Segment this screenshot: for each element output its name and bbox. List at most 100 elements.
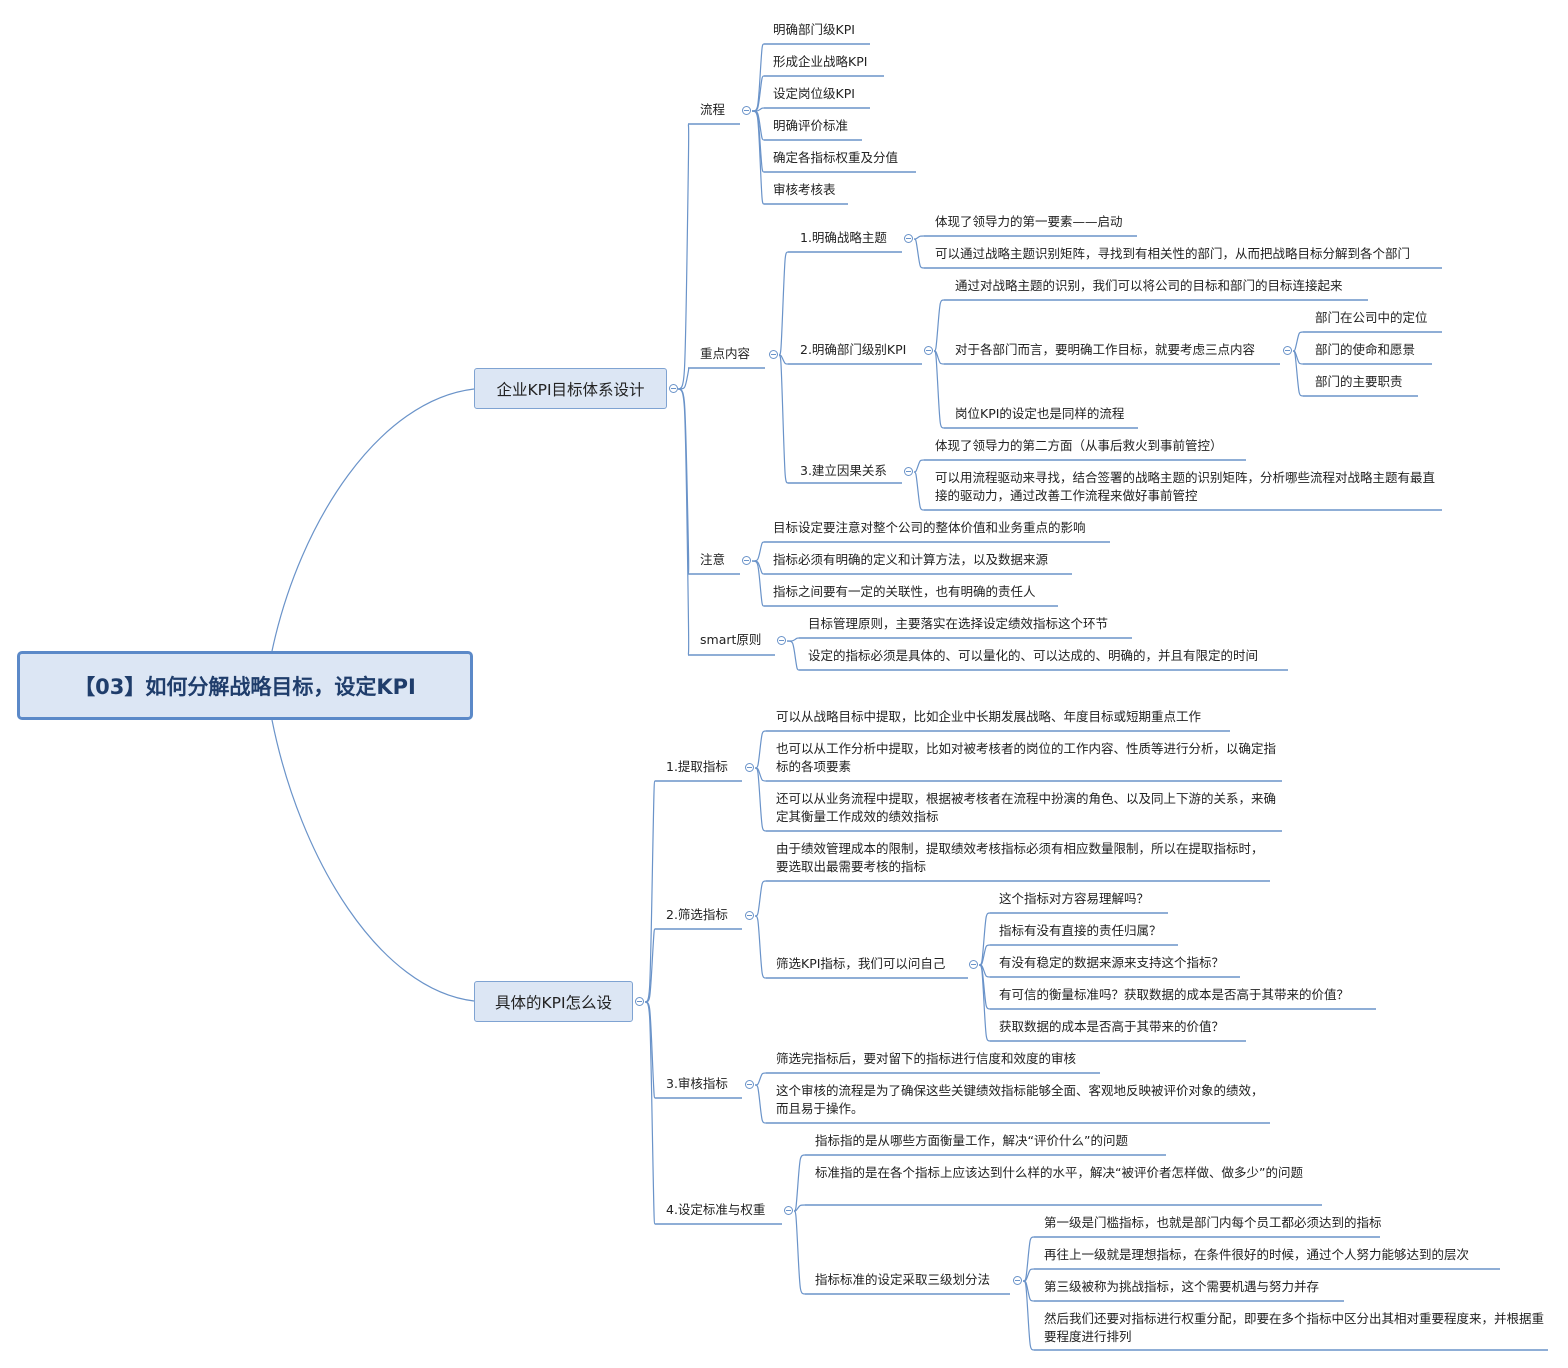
collapse-icon[interactable]	[777, 636, 786, 645]
attention-item[interactable]: 目标设定要注意对整个公司的整体价值和业务重点的影响	[773, 520, 1086, 535]
smart-item[interactable]: 目标管理原则，主要落实在选择设定绩效指标这个环节	[808, 616, 1109, 631]
connector-line	[793, 1204, 806, 1212]
connector-line	[978, 944, 991, 966]
causality-item[interactable]: 体现了领导力的第二方面（从事后救火到事前管控）	[935, 438, 1223, 453]
attention-item[interactable]: 指标必须有明确的定义和计算方法，以及数据来源	[773, 552, 1049, 567]
connector-line	[1292, 350, 1304, 397]
node-dept-kpi[interactable]: 2.明确部门级别KPI	[800, 342, 907, 357]
flow-item[interactable]: 形成企业战略KPI	[773, 54, 868, 69]
flow-item[interactable]: 设定岗位级KPI	[773, 86, 855, 101]
collapse-icon[interactable]	[745, 1080, 754, 1089]
node-filter[interactable]: 2.筛选指标	[666, 907, 728, 922]
connector-line	[751, 75, 765, 112]
standard-item[interactable]: 指标标准的设定采取三级划分法	[815, 1272, 991, 1287]
connector-line	[913, 459, 925, 473]
node-attention[interactable]: 注意	[700, 552, 726, 567]
collapse-icon[interactable]	[969, 960, 978, 969]
level-item[interactable]: 第一级是门槛指标，也就是部门内每个员工都必须达到的指标	[1044, 1215, 1382, 1230]
collapse-icon[interactable]	[745, 911, 754, 920]
filter-item[interactable]: 筛选KPI指标，我们可以问自己	[776, 956, 946, 971]
filter-question[interactable]: 有没有稳定的数据来源来支持这个指标？	[999, 955, 1225, 970]
collapse-icon[interactable]	[745, 763, 754, 772]
connector-line	[1292, 331, 1304, 352]
collapse-icon[interactable]	[635, 997, 644, 1006]
collapse-icon[interactable]	[924, 346, 933, 355]
node-extract[interactable]: 1.提取指标	[666, 759, 728, 774]
node-strategic-theme[interactable]: 1.明确战略主题	[800, 230, 887, 245]
flow-item[interactable]: 审核考核表	[773, 182, 836, 197]
connector-line	[778, 251, 789, 356]
connector-line	[677, 123, 690, 390]
filter-question[interactable]: 指标有没有直接的责任归属？	[999, 923, 1162, 938]
connector-line	[754, 767, 767, 832]
connector-line	[754, 1072, 767, 1086]
collapse-icon[interactable]	[904, 467, 913, 476]
node-flow[interactable]: 流程	[700, 102, 726, 117]
standard-item[interactable]: 标准指的是在各个指标上应该达到什么样的水平，解决“被评价者怎样做、做多少”的问题	[815, 1165, 1303, 1180]
collapse-icon[interactable]	[1013, 1276, 1022, 1285]
review-item[interactable]: 筛选完指标后，要对留下的指标进行信度和效度的审核	[776, 1051, 1077, 1066]
connector-line	[754, 915, 767, 979]
dept-consideration[interactable]: 部门在公司中的定位	[1315, 310, 1428, 325]
connector-line	[754, 730, 767, 769]
flow-item[interactable]: 确定各指标权重及分值	[773, 150, 899, 165]
filter-item[interactable]: 由于绩效管理成本的限制，提取绩效考核指标必须有相应数量限制，所以在提取指标时，要…	[776, 841, 1264, 874]
dept-consideration[interactable]: 部门的使命和愿景	[1315, 342, 1416, 357]
filter-question[interactable]: 有可信的衡量标准吗？获取数据的成本是否高于其带来的价值？	[999, 987, 1350, 1002]
filter-question[interactable]: 这个指标对方容易理解吗？	[999, 891, 1150, 906]
collapse-icon[interactable]	[784, 1206, 793, 1215]
connector-line	[751, 110, 765, 205]
connector-line	[271, 388, 475, 652]
connector-line	[751, 107, 765, 112]
node-causality[interactable]: 3.建立因果关系	[800, 463, 887, 478]
connector-line	[913, 235, 925, 240]
standard-item[interactable]: 指标指的是从哪些方面衡量工作，解决“评价什么”的问题	[815, 1133, 1128, 1148]
node-key-content[interactable]: 重点内容	[700, 346, 751, 361]
review-item[interactable]: 这个审核的流程是为了确保这些关键绩效指标能够全面、客观地反映被评价对象的绩效，而…	[776, 1083, 1264, 1116]
dept-kpi-item[interactable]: 通过对战略主题的识别，我们可以将公司的目标和部门的目标连接起来	[955, 278, 1343, 293]
filter-question[interactable]: 获取数据的成本是否高于其带来的价值？	[999, 1019, 1225, 1034]
extract-item[interactable]: 也可以从工作分析中提取，比如对被考核者的岗位的工作内容、性质等进行分析，以确定指…	[776, 741, 1277, 774]
strategic-theme-item[interactable]: 体现了领导力的第一要素——启动	[935, 214, 1123, 229]
connector-line	[913, 471, 925, 511]
connector-line	[754, 880, 767, 917]
topic-how-to-set-kpi[interactable]: 具体的KPI怎么设	[474, 981, 633, 1022]
node-review[interactable]: 3.审核指标	[666, 1076, 728, 1091]
connector-line	[1022, 1268, 1035, 1282]
level-item[interactable]: 然后我们还要对指标进行权重分配，即要在多个指标中区分出其相对重要程度来，并根据重…	[1044, 1311, 1545, 1344]
topic-kpi-system-design[interactable]: 企业KPI目标体系设计	[474, 368, 667, 409]
node-smart[interactable]: smart原则	[700, 632, 762, 647]
connector-line	[751, 560, 765, 607]
collapse-icon[interactable]	[769, 350, 778, 359]
node-standard-weight[interactable]: 4.设定标准与权重	[666, 1202, 766, 1217]
collapse-icon[interactable]	[669, 384, 678, 393]
collapse-icon[interactable]	[742, 106, 751, 115]
dept-kpi-item[interactable]: 岗位KPI的设定也是同样的流程	[955, 406, 1125, 421]
flow-item[interactable]: 明确部门级KPI	[773, 22, 855, 37]
connector-line	[751, 560, 765, 575]
connector-line	[933, 350, 945, 365]
connector-line	[793, 1210, 806, 1295]
collapse-icon[interactable]	[742, 556, 751, 565]
causality-item[interactable]: 可以用流程驱动来寻找，结合签署的战略主题的识别矩阵，分析哪些流程对战略主题有最直…	[935, 470, 1436, 503]
connector-line	[778, 354, 789, 484]
level-item[interactable]: 第三级被称为挑战指标，这个需要机遇与努力并存	[1044, 1279, 1320, 1294]
extract-item[interactable]: 还可以从业务流程中提取，根据被考核者在流程中扮演的角色、以及同上下游的关系，来确…	[776, 791, 1277, 824]
collapse-icon[interactable]	[904, 234, 913, 243]
smart-item[interactable]: 设定的指标必须是具体的、可以量化的、可以达成的、明确的，并且有限定的时间	[808, 648, 1259, 663]
connector-line	[793, 1154, 806, 1212]
attention-item[interactable]: 指标之间要有一定的关联性，也有明确的责任人	[773, 584, 1036, 599]
dept-consideration[interactable]: 部门的主要职责	[1315, 374, 1403, 389]
level-item[interactable]: 再往上一级就是理想指标，在条件很好的时候，通过个人努力能够达到的层次	[1044, 1247, 1470, 1262]
strategic-theme-item[interactable]: 可以通过战略主题识别矩阵，寻找到有相关性的部门，从而把战略目标分解到各个部门	[935, 246, 1411, 261]
flow-item[interactable]: 明确评价标准	[773, 118, 849, 133]
root-topic[interactable]: 【03】如何分解战略目标，设定KPI	[17, 651, 473, 720]
dept-kpi-item[interactable]: 对于各部门而言，要明确工作目标，就要考虑三点内容	[955, 342, 1256, 357]
collapse-icon[interactable]	[1283, 346, 1292, 355]
connector-line	[754, 1084, 767, 1124]
extract-item[interactable]: 可以从战略目标中提取，比如企业中长期发展战略、年度目标或短期重点工作	[776, 709, 1202, 724]
connector-line	[644, 928, 656, 1003]
connector-line	[644, 780, 656, 1003]
connector-line	[1022, 1280, 1035, 1351]
